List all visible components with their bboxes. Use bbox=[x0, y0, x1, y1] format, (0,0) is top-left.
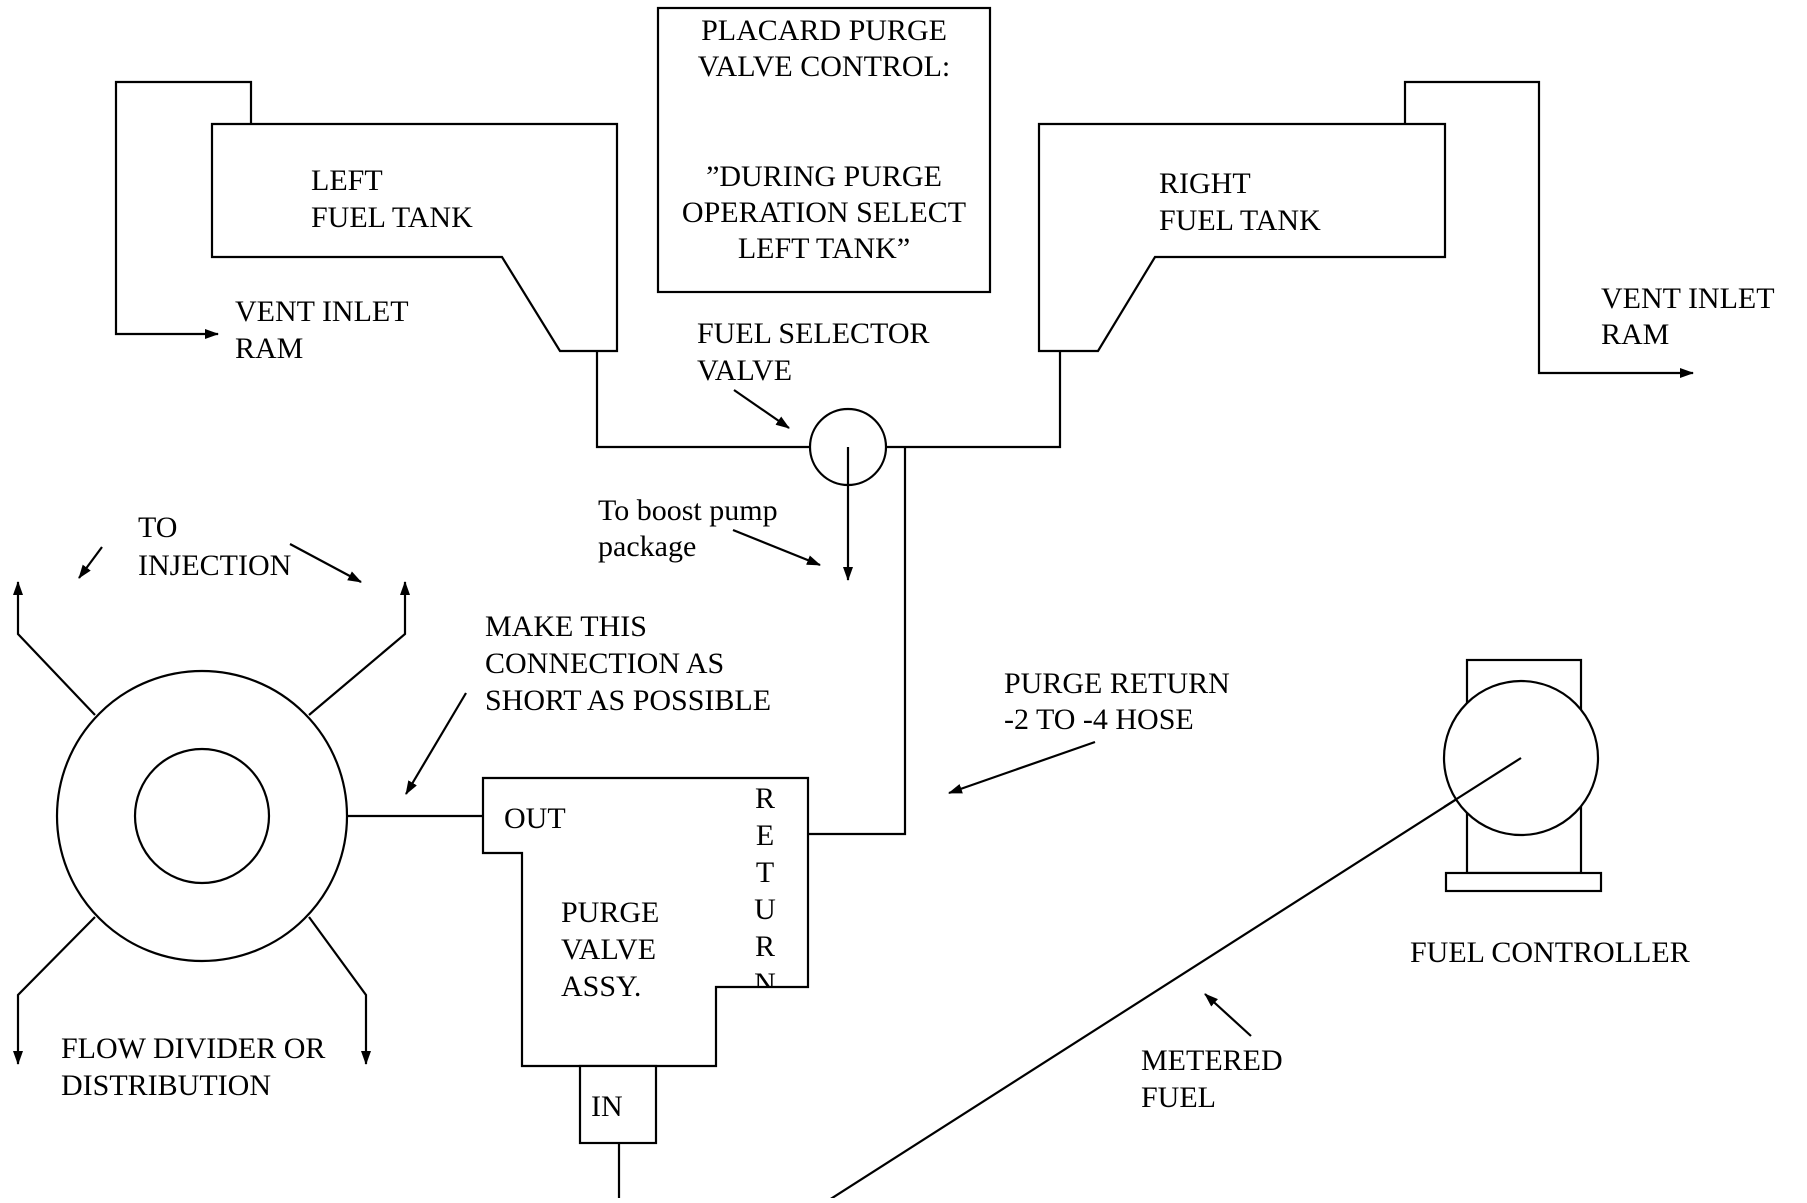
injection-label-2: INJECTION bbox=[138, 549, 291, 582]
placard-line-3: ”DURING PURGE bbox=[706, 160, 942, 193]
right-vent-label-1: VENT INLET bbox=[1601, 282, 1775, 315]
left-tank-fuel-line bbox=[595, 351, 810, 449]
return-letter-t: T bbox=[756, 856, 774, 889]
purge-valve-in-label: IN bbox=[591, 1090, 623, 1123]
purge-valve-label-2: VALVE bbox=[561, 933, 656, 966]
right-vent-arrow bbox=[1403, 80, 1694, 378]
left-fuel-tank bbox=[210, 122, 619, 353]
placard-box bbox=[656, 6, 992, 294]
injection-label-1: TO bbox=[138, 511, 177, 544]
injection-arrow-upper-right bbox=[308, 581, 410, 716]
fuel-selector-pointer-arrow bbox=[733, 389, 790, 429]
return-letter-r1: R bbox=[755, 782, 775, 815]
return-letter-e: E bbox=[756, 819, 774, 852]
left-tank-label-1: LEFT bbox=[311, 164, 383, 197]
return-letter-n-clip: N bbox=[754, 967, 776, 1000]
boost-pump-pointer-arrow bbox=[732, 528, 821, 567]
left-tank-label-2: FUEL TANK bbox=[311, 201, 473, 234]
metered-fuel-pointer-arrow bbox=[1204, 993, 1252, 1037]
purge-return-label-1: PURGE RETURN bbox=[1004, 667, 1230, 700]
right-tank-label-2: FUEL TANK bbox=[1159, 204, 1321, 237]
return-letter-r2: R bbox=[755, 930, 775, 963]
purge-return-pointer-arrow bbox=[948, 740, 1096, 795]
return-letter-u: U bbox=[754, 893, 776, 926]
boost-pump-label-2: package bbox=[598, 530, 696, 563]
flow-divider-label-1: FLOW DIVIDER OR bbox=[61, 1032, 325, 1065]
purge-valve-label-1: PURGE bbox=[561, 896, 659, 929]
make-connection-label-1: MAKE THIS bbox=[485, 610, 647, 643]
placard-line-2: VALVE CONTROL: bbox=[698, 50, 951, 83]
fuel-selector-label-1: FUEL SELECTOR bbox=[697, 317, 930, 350]
purge-return-label-2: -2 TO -4 HOSE bbox=[1004, 703, 1194, 736]
metered-fuel-line-inner bbox=[1443, 757, 1522, 808]
make-connection-label-3: SHORT AS POSSIBLE bbox=[485, 684, 771, 717]
metered-fuel-label-2: FUEL bbox=[1141, 1081, 1216, 1114]
injection-pointer-left bbox=[78, 546, 103, 579]
placard-line-5: LEFT TANK” bbox=[738, 232, 910, 265]
fuel-selector-label-2: VALVE bbox=[697, 354, 792, 387]
left-vent-label-1: VENT INLET bbox=[235, 295, 409, 328]
purge-valve-label-3: ASSY. bbox=[561, 970, 641, 1003]
injection-arrow-upper-left bbox=[13, 581, 96, 716]
injection-arrow-lower-right bbox=[308, 916, 371, 1065]
fuel-controller-label: FUEL CONTROLLER bbox=[1410, 936, 1690, 969]
purge-valve-in-port bbox=[578, 1064, 658, 1145]
purge-return-line bbox=[808, 447, 907, 836]
injection-arrow-lower-left bbox=[13, 916, 96, 1065]
return-letter-n: N bbox=[754, 967, 776, 1000]
placard-line-1: PLACARD PURGE bbox=[701, 14, 947, 47]
metered-fuel-label-1: METERED bbox=[1141, 1044, 1283, 1077]
purge-valve-out-label: OUT bbox=[504, 802, 566, 835]
make-connection-label-2: CONNECTION AS bbox=[485, 647, 724, 680]
left-vent-arrow bbox=[114, 80, 253, 339]
purge-valve-assy bbox=[481, 776, 810, 1068]
flow-divider-inner bbox=[133, 747, 271, 885]
flow-divider-label-2: DISTRIBUTION bbox=[61, 1069, 271, 1102]
right-tank-label-1: RIGHT bbox=[1159, 167, 1251, 200]
right-tank-fuel-line bbox=[886, 351, 1062, 449]
right-vent-label-2: RAM bbox=[1601, 318, 1669, 351]
fuel-controller-base bbox=[1444, 871, 1603, 893]
injection-pointer-right bbox=[289, 543, 362, 583]
right-fuel-tank bbox=[1037, 122, 1447, 353]
left-vent-label-2: RAM bbox=[235, 332, 303, 365]
boost-pump-label-1: To boost pump bbox=[598, 494, 778, 527]
placard-line-4: OPERATION SELECT bbox=[682, 196, 966, 229]
make-connection-pointer-arrow bbox=[405, 692, 467, 795]
